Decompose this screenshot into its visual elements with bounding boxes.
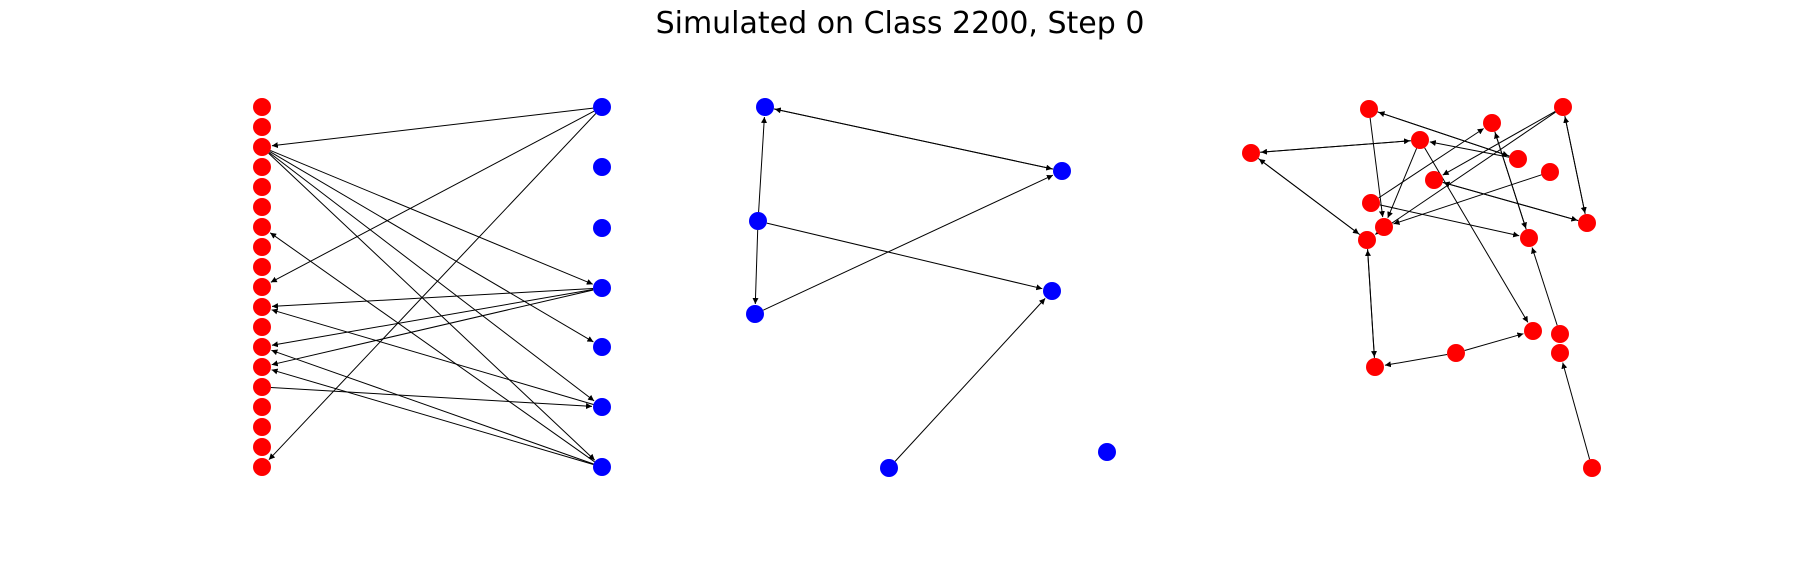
node-bipartite-R2 bbox=[593, 219, 611, 237]
edge-red-n4-n11 bbox=[1257, 157, 1360, 235]
node-bipartite-R4 bbox=[593, 338, 611, 356]
edge-blue-c-a bbox=[758, 116, 768, 213]
edge-red-n8-n1 bbox=[1378, 128, 1484, 199]
edge-red-n18-n16 bbox=[1561, 362, 1591, 460]
node-blue-a bbox=[756, 98, 774, 116]
node-blue-d bbox=[746, 305, 764, 323]
edge-red-n8-n12 bbox=[1379, 204, 1520, 238]
nodes-layer bbox=[253, 98, 1601, 477]
node-bipartite-L8 bbox=[253, 258, 271, 276]
node-blue-e bbox=[1043, 282, 1061, 300]
edge-blue-f-e bbox=[894, 298, 1046, 462]
edge-bipartite-R3-L13 bbox=[271, 289, 594, 367]
node-red-n0 bbox=[1360, 100, 1378, 118]
edge-bipartite-L2-R3 bbox=[270, 149, 593, 285]
node-bipartite-L7 bbox=[253, 238, 271, 256]
edge-red-n12-n1 bbox=[1494, 132, 1527, 230]
node-bipartite-L18 bbox=[253, 458, 271, 476]
node-bipartite-R0 bbox=[593, 98, 611, 116]
edge-red-n15-n13 bbox=[1464, 332, 1524, 351]
node-red-n3 bbox=[1411, 131, 1429, 149]
node-bipartite-L6 bbox=[253, 218, 271, 236]
edge-bipartite-R3-L12 bbox=[271, 289, 594, 348]
edge-red-n14-n12 bbox=[1531, 247, 1558, 326]
edge-red-n15-n17 bbox=[1384, 354, 1448, 368]
edge-bipartite-R6-L12 bbox=[271, 349, 594, 465]
node-red-n17 bbox=[1366, 358, 1384, 376]
node-bipartite-L4 bbox=[253, 178, 271, 196]
figure-title: Simulated on Class 2200, Step 0 bbox=[655, 6, 1145, 41]
node-bipartite-L10 bbox=[253, 298, 271, 316]
node-bipartite-L3 bbox=[253, 158, 271, 176]
node-bipartite-L1 bbox=[253, 118, 271, 136]
edge-red-n4-n3 bbox=[1259, 138, 1411, 153]
edge-red-n0-n10 bbox=[1369, 117, 1385, 218]
node-bipartite-R5 bbox=[593, 398, 611, 416]
node-bipartite-L11 bbox=[253, 318, 271, 336]
node-red-n14 bbox=[1551, 325, 1569, 343]
node-bipartite-L5 bbox=[253, 198, 271, 216]
edge-bipartite-L2-R5 bbox=[268, 152, 595, 402]
node-bipartite-L9 bbox=[253, 278, 271, 296]
node-bipartite-L14 bbox=[253, 378, 271, 396]
node-red-n12 bbox=[1520, 229, 1538, 247]
edge-bipartite-L14-R5 bbox=[270, 387, 593, 410]
node-red-n18 bbox=[1583, 459, 1601, 477]
node-red-n1 bbox=[1483, 114, 1501, 132]
node-bipartite-L13 bbox=[253, 358, 271, 376]
edge-bipartite-R5-L10 bbox=[271, 308, 594, 405]
node-red-n11 bbox=[1358, 231, 1376, 249]
node-red-n4 bbox=[1242, 144, 1260, 162]
edges-layer bbox=[268, 107, 1591, 465]
edge-red-n9-n2 bbox=[1563, 116, 1586, 215]
node-red-n15 bbox=[1447, 344, 1465, 362]
node-bipartite-L0 bbox=[253, 98, 271, 116]
node-red-n9 bbox=[1578, 214, 1596, 232]
edge-red-n2-n7 bbox=[1442, 110, 1556, 176]
node-blue-b bbox=[1053, 162, 1071, 180]
edge-bipartite-R6-L6 bbox=[269, 232, 595, 463]
node-red-n16 bbox=[1551, 344, 1569, 362]
node-bipartite-R3 bbox=[593, 279, 611, 297]
edge-red-n6-n10 bbox=[1393, 174, 1542, 225]
node-bipartite-L17 bbox=[253, 438, 271, 456]
edge-bipartite-R3-L10 bbox=[271, 288, 594, 310]
node-red-n7 bbox=[1425, 171, 1443, 189]
edge-red-n2-n11 bbox=[1375, 111, 1556, 235]
edge-red-n17-n11 bbox=[1364, 249, 1375, 359]
node-red-n6 bbox=[1541, 163, 1559, 181]
edge-blue-c-e bbox=[766, 222, 1043, 291]
edge-red-n5-n3 bbox=[1429, 140, 1510, 158]
edge-red-n3-n10 bbox=[1387, 148, 1418, 218]
edge-bipartite-L2-R6 bbox=[268, 152, 596, 461]
node-blue-c bbox=[749, 212, 767, 230]
node-bipartite-L12 bbox=[253, 338, 271, 356]
node-blue-g bbox=[1098, 443, 1116, 461]
edge-red-n5-n0 bbox=[1378, 111, 1510, 157]
edge-blue-d-b bbox=[762, 174, 1054, 311]
edge-bipartite-R0-L18 bbox=[268, 113, 597, 461]
edge-blue-c-d bbox=[752, 229, 759, 305]
edge-bipartite-R6-L13 bbox=[271, 368, 594, 465]
node-red-n5 bbox=[1509, 150, 1527, 168]
edge-bipartite-L2-R4 bbox=[269, 151, 594, 343]
node-bipartite-R1 bbox=[593, 158, 611, 176]
edge-bipartite-R0-L9 bbox=[270, 110, 595, 283]
node-bipartite-L2 bbox=[253, 138, 271, 156]
node-red-n10 bbox=[1375, 218, 1393, 236]
edge-bipartite-R0-L2 bbox=[271, 107, 594, 149]
node-red-n8 bbox=[1362, 194, 1380, 212]
edge-blue-b-a bbox=[774, 107, 1054, 170]
edge-red-n9-n7 bbox=[1443, 181, 1579, 222]
node-red-n13 bbox=[1524, 322, 1542, 340]
node-red-n2 bbox=[1554, 98, 1572, 116]
node-bipartite-R6 bbox=[593, 458, 611, 476]
node-bipartite-L15 bbox=[253, 398, 271, 416]
node-blue-f bbox=[880, 459, 898, 477]
node-bipartite-L16 bbox=[253, 418, 271, 436]
